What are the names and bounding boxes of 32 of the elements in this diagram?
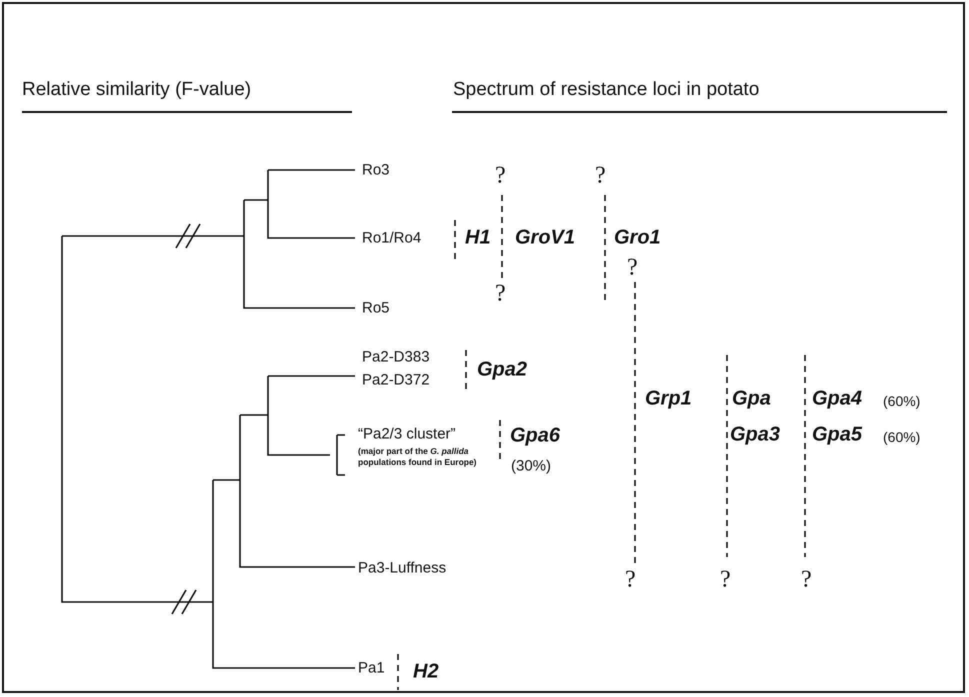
locus-name: H1 (465, 226, 491, 250)
question-mark: ? (495, 162, 506, 190)
locus-name: H2 (413, 660, 439, 684)
strain-label: Pa2-D372 (362, 372, 430, 388)
column-heading: Relative similarity (F-value) (22, 79, 252, 101)
locus-name: GroV1 (515, 226, 576, 250)
question-mark: ? (495, 280, 506, 308)
question-mark: ? (720, 566, 731, 594)
percentage: (30%) (511, 458, 552, 474)
percentage: (60%) (883, 393, 920, 409)
question-mark: ? (801, 566, 812, 594)
strain-label: Ro3 (362, 162, 390, 178)
strain-label: Pa3-Luffness (358, 560, 446, 576)
percentage: (60%) (883, 429, 920, 445)
locus-name: Gpa (732, 388, 771, 410)
locus-name: Gpa3 (730, 424, 780, 446)
strain-label: Pa1 (358, 660, 385, 676)
locus-name: Gpa6 (510, 424, 560, 448)
strain-label: “Pa2/3 cluster” (358, 426, 456, 442)
question-mark: ? (595, 162, 606, 190)
question-mark: ? (627, 254, 638, 282)
question-mark: ? (625, 566, 636, 594)
strain-label: Pa2-D383 (362, 348, 430, 366)
locus-name: Gro1 (614, 226, 661, 250)
column-heading: Spectrum of resistance loci in potato (453, 79, 760, 101)
locus-name: Gpa5 (812, 424, 862, 446)
locus-name: Gpa4 (812, 388, 862, 410)
strain-label: Ro1/Ro4 (362, 230, 422, 246)
note-text: (major part of the G. pallida populations found in Europe) (358, 446, 478, 469)
locus-name: Gpa2 (477, 358, 528, 382)
locus-name: Grp1 (645, 388, 692, 410)
strain-label: Ro5 (362, 300, 390, 316)
